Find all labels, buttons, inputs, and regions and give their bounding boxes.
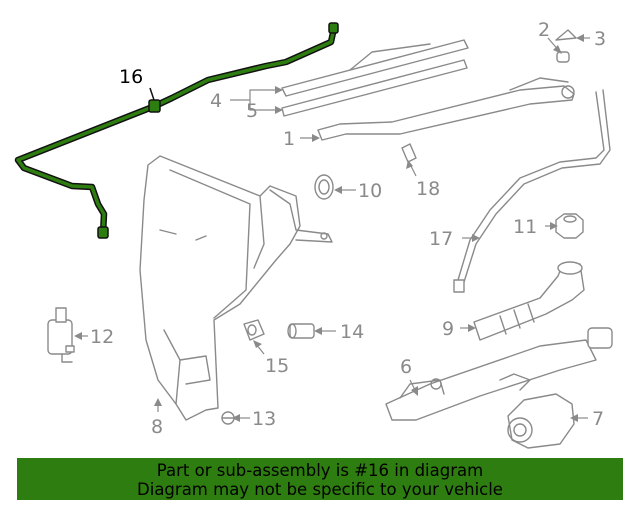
clip-part-18[interactable] bbox=[401, 143, 417, 163]
callout-14: 14 bbox=[340, 321, 364, 343]
wiper-motor-part-7[interactable] bbox=[507, 327, 613, 449]
callout-17: 17 bbox=[429, 228, 453, 250]
callout-16: 16 bbox=[119, 66, 143, 88]
callout-5: 5 bbox=[246, 100, 258, 122]
callout-12: 12 bbox=[90, 326, 114, 348]
callout-13: 13 bbox=[252, 408, 276, 430]
wiper-blade-part-5[interactable] bbox=[281, 59, 468, 117]
callout-11: 11 bbox=[513, 216, 537, 238]
cap-part-2[interactable] bbox=[556, 51, 570, 63]
bushing-part-15[interactable] bbox=[243, 319, 265, 341]
leader-lines bbox=[74, 34, 590, 422]
callout-4: 4 bbox=[210, 90, 222, 112]
callout-6: 6 bbox=[400, 356, 412, 378]
grommet-part-10[interactable] bbox=[314, 174, 334, 200]
callout-7: 7 bbox=[592, 408, 604, 430]
wiper-blade-part-4[interactable] bbox=[281, 39, 469, 97]
cover-part-3[interactable] bbox=[555, 29, 577, 41]
parts-diagram: 1 2 3 4 5 6 7 8 9 10 11 12 13 14 15 16 1… bbox=[14, 19, 613, 449]
wiper-arm-part-1[interactable] bbox=[317, 77, 575, 141]
wiper-linkage-part-6[interactable] bbox=[385, 339, 597, 421]
pivot-part-9[interactable] bbox=[473, 261, 585, 341]
callout-9: 9 bbox=[442, 318, 454, 340]
connector-part-14[interactable] bbox=[287, 323, 315, 339]
washer-hose-part-17[interactable] bbox=[453, 89, 611, 293]
banner-line-1: Part or sub-assembly is #16 in diagram bbox=[156, 461, 484, 480]
callout-8: 8 bbox=[151, 416, 163, 438]
callout-10: 10 bbox=[358, 180, 382, 202]
washer-hose-part-16[interactable] bbox=[14, 22, 339, 239]
callout-3: 3 bbox=[594, 28, 606, 50]
callout-2: 2 bbox=[538, 19, 550, 41]
callout-1: 1 bbox=[283, 128, 295, 150]
callout-18: 18 bbox=[416, 178, 440, 200]
info-banner: Part or sub-assembly is #16 in diagram D… bbox=[17, 458, 623, 500]
banner-line-2: Diagram may not be specific to your vehi… bbox=[137, 480, 503, 499]
washer-pump-part-12[interactable] bbox=[47, 307, 75, 363]
callout-15: 15 bbox=[265, 355, 289, 377]
washer-reservoir-part-8[interactable] bbox=[139, 155, 333, 421]
nut-part-11[interactable] bbox=[555, 213, 584, 239]
